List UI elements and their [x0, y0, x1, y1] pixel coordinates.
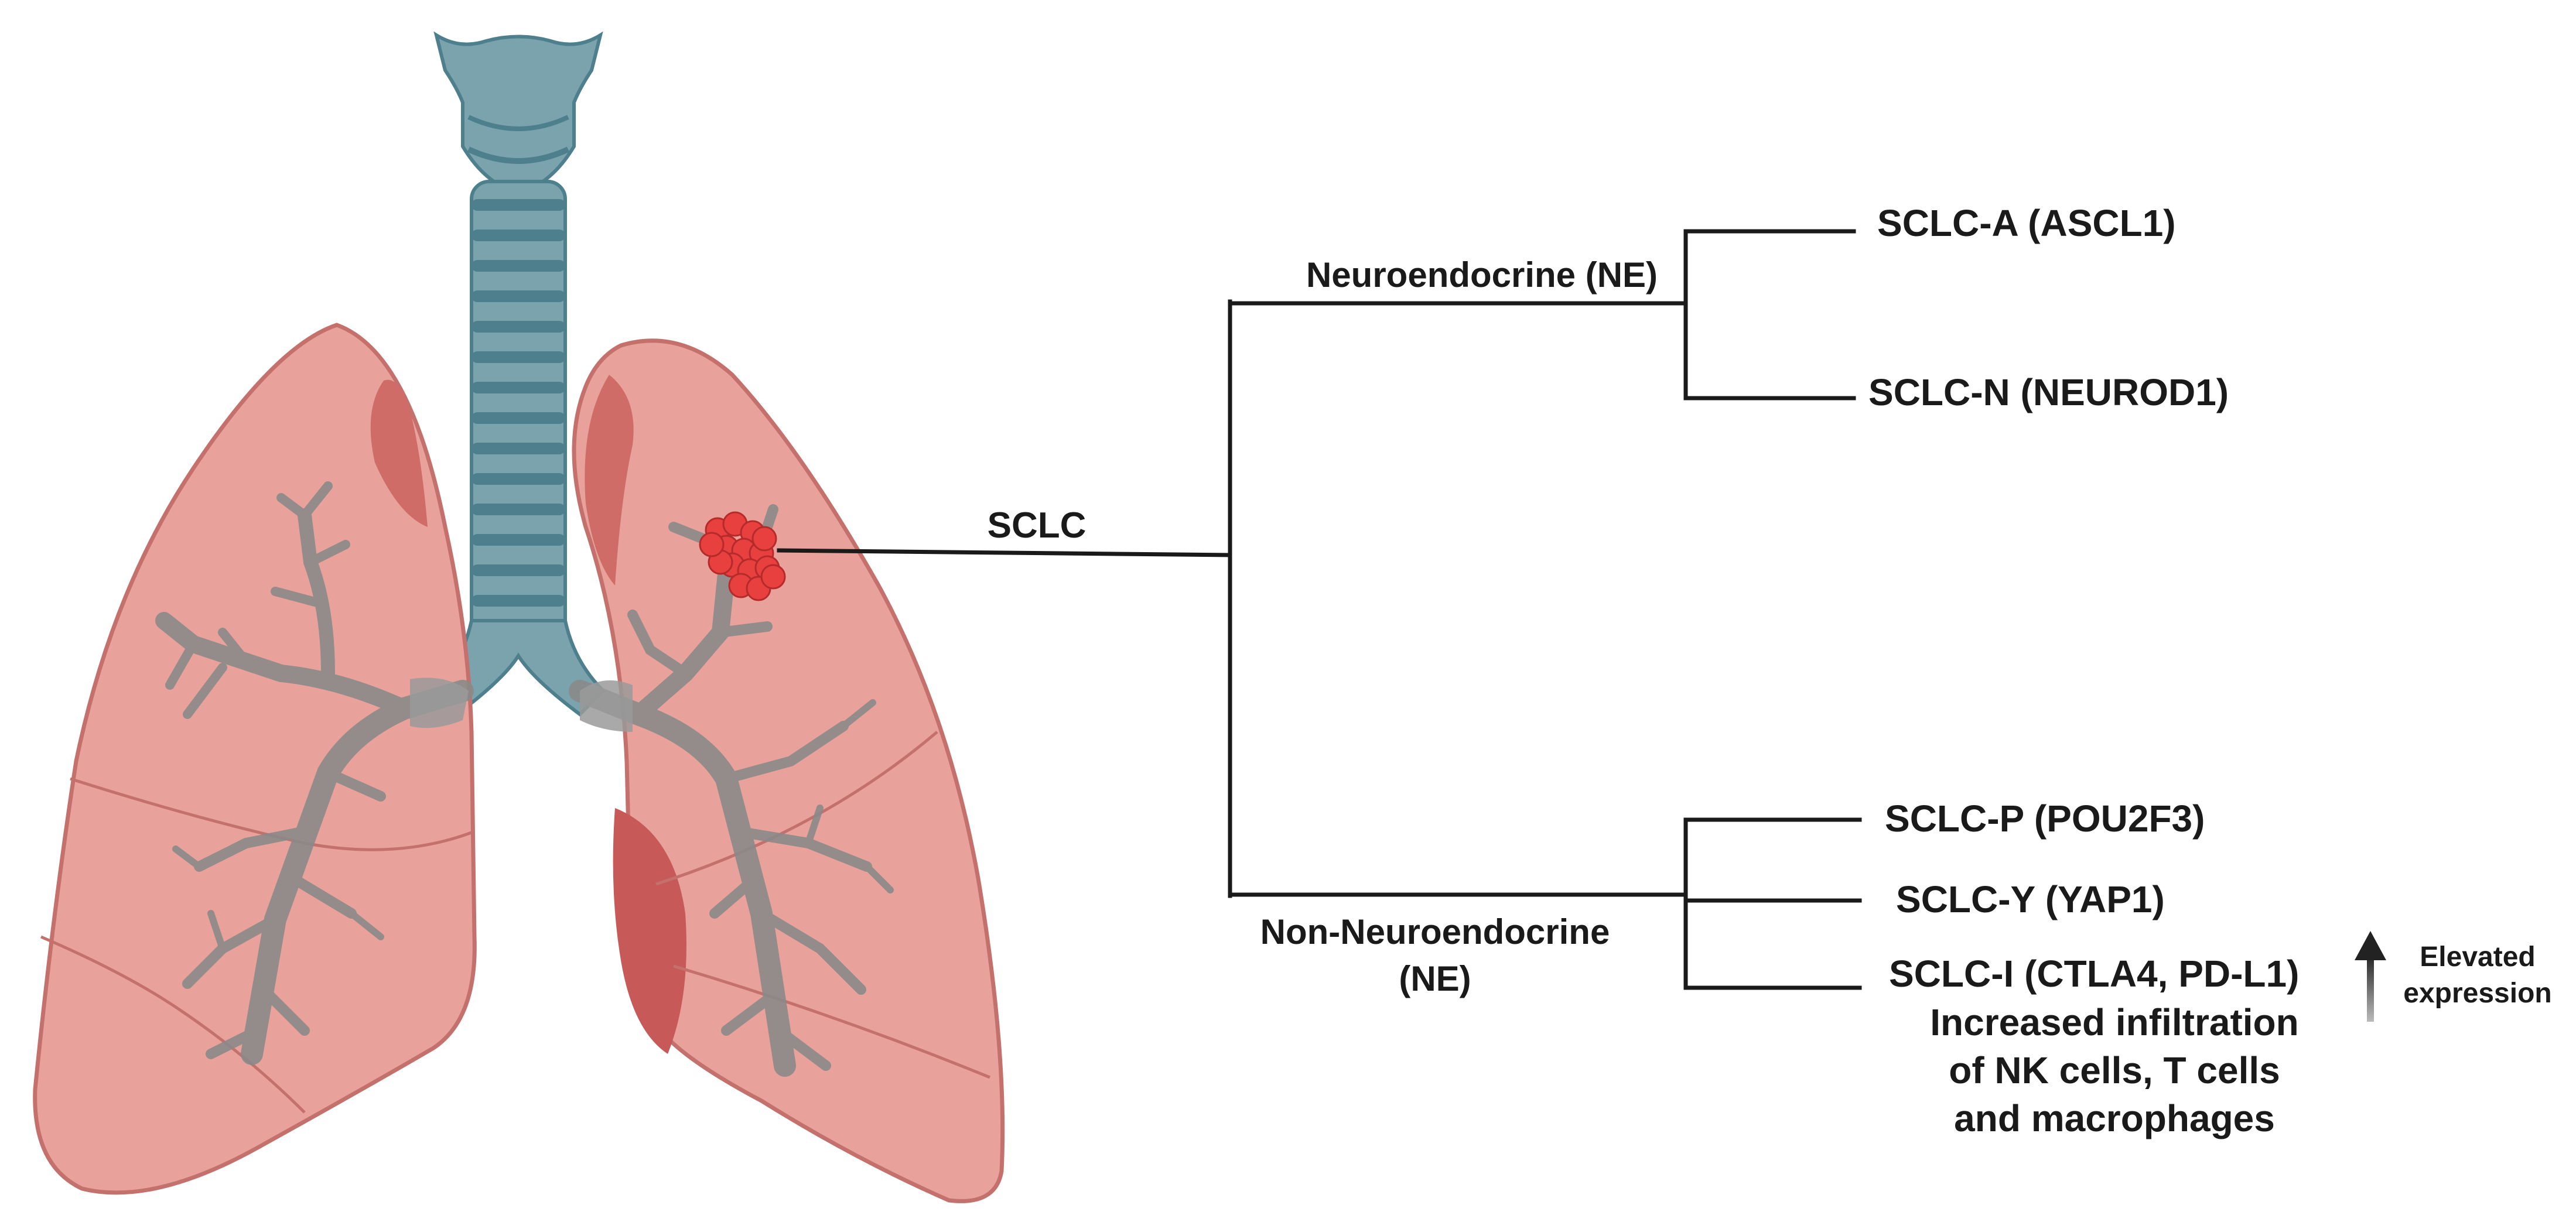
subtype-sclc-n: SCLC-N (NEUROD1) [1868, 371, 2229, 413]
left-lung [33, 323, 477, 1195]
root-connector-line [777, 548, 1232, 557]
left-bronchial-tree [155, 481, 474, 1065]
elevated-label-line1: Elevated [2420, 942, 2535, 973]
infiltration-line3: and macrophages [1954, 1097, 2275, 1139]
infiltration-line1: Increased infiltration [1930, 1001, 2298, 1043]
root-label: SCLC [988, 505, 1087, 546]
trachea [431, 31, 606, 717]
tumor-cluster [699, 511, 786, 601]
right-lung [572, 338, 1005, 1203]
infiltration-line2: of NK cells, T cells [1949, 1049, 2280, 1091]
elevated-label-line2: expression [2403, 978, 2551, 1009]
subtype-sclc-a: SCLC-A (ASCL1) [1877, 202, 2176, 244]
tree-connectors [777, 229, 1862, 990]
up-arrow-icon [2355, 931, 2386, 1022]
subtype-sclc-y: SCLC-Y (YAP1) [1896, 878, 2165, 920]
non-ne-branch-label-line2: (NE) [1399, 959, 1471, 998]
lung-illustration [33, 31, 1005, 1203]
non-ne-branch-label-line1: Non-Neuroendocrine [1260, 912, 1610, 951]
subtype-sclc-p: SCLC-P (POU2F3) [1885, 797, 2205, 840]
subtype-sclc-i: SCLC-I (CTLA4, PD-L1) [1889, 953, 2299, 995]
ne-branch-label: Neuroendocrine (NE) [1306, 255, 1658, 295]
